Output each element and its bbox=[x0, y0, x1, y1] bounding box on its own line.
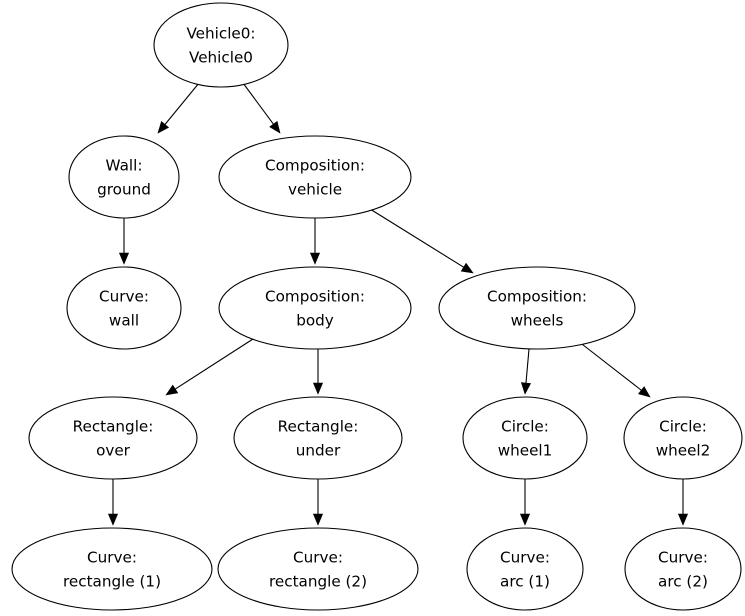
graph-node-composition_body[interactable]: Composition: body bbox=[218, 266, 412, 350]
node-ellipse bbox=[68, 135, 180, 219]
graph-edge bbox=[242, 82, 281, 134]
node-ellipse bbox=[233, 396, 403, 480]
node-ellipse bbox=[218, 266, 412, 350]
edge-arrowhead bbox=[118, 252, 130, 265]
node-label-type: Curve: bbox=[658, 549, 708, 567]
graph-node-curve_arc_2[interactable]: Curve: arc (2) bbox=[624, 527, 742, 611]
node-label-name: wheel2 bbox=[656, 442, 711, 460]
node-label-type: Vehicle0: bbox=[186, 25, 255, 43]
graph-node-wall_ground[interactable]: Wall: ground bbox=[68, 135, 180, 219]
node-label-name: vehicle bbox=[288, 181, 342, 199]
node-label-type: Rectangle: bbox=[73, 418, 154, 436]
node-label-name: Vehicle0 bbox=[189, 49, 253, 67]
node-label-type: Curve: bbox=[293, 549, 343, 567]
graph-node-rectangle_under[interactable]: Rectangle: under bbox=[233, 396, 403, 480]
graph-node-composition_wheels[interactable]: Composition: wheels bbox=[438, 266, 636, 350]
edge-arrowhead bbox=[677, 513, 689, 526]
node-ellipse bbox=[462, 396, 588, 480]
node-ellipse bbox=[623, 396, 743, 480]
edge-arrowhead bbox=[520, 382, 532, 395]
node-label-name: wall bbox=[109, 312, 139, 330]
graph-edge bbox=[312, 349, 324, 395]
node-label-name: over bbox=[96, 442, 131, 460]
node-ellipse bbox=[438, 266, 636, 350]
node-label-name: ground bbox=[97, 181, 151, 199]
edge-arrowhead bbox=[165, 384, 179, 396]
node-label-name: wheels bbox=[511, 312, 564, 330]
edge-arrowhead bbox=[519, 513, 531, 526]
graph-node-circle_wheel2[interactable]: Circle: wheel2 bbox=[623, 396, 743, 480]
graph-edge bbox=[677, 479, 689, 526]
node-ellipse bbox=[466, 527, 584, 611]
edges-layer bbox=[107, 82, 689, 526]
edge-arrowhead bbox=[269, 120, 281, 134]
graph-node-rectangle_over[interactable]: Rectangle: over bbox=[28, 396, 198, 480]
edge-arrowhead bbox=[460, 262, 474, 274]
node-label-type: Wall: bbox=[106, 157, 143, 175]
graph-edge bbox=[165, 338, 254, 396]
node-label-name: wheel1 bbox=[498, 442, 553, 460]
graph-edge bbox=[369, 208, 474, 274]
node-label-type: Curve: bbox=[500, 549, 550, 567]
graph-edge bbox=[577, 340, 651, 398]
node-ellipse bbox=[624, 527, 742, 611]
node-label-name: arc (1) bbox=[500, 573, 550, 591]
graph-node-curve_wall[interactable]: Curve: wall bbox=[66, 266, 182, 350]
graph-node-circle_wheel1[interactable]: Circle: wheel1 bbox=[462, 396, 588, 480]
node-label-name: body bbox=[296, 312, 334, 330]
node-label-type: Circle: bbox=[501, 418, 549, 436]
edge-arrowhead bbox=[312, 513, 324, 526]
node-label-name: under bbox=[296, 442, 341, 460]
edge-arrowhead bbox=[157, 121, 170, 134]
node-label-type: Composition: bbox=[487, 288, 587, 306]
node-label-name: rectangle (2) bbox=[269, 573, 367, 591]
node-ellipse bbox=[28, 396, 198, 480]
graph-edge bbox=[118, 218, 130, 265]
node-ellipse bbox=[218, 135, 412, 219]
nodes-layer: Vehicle0:Vehicle0Wall:groundComposition:… bbox=[11, 2, 743, 611]
node-label-type: Composition: bbox=[265, 157, 365, 175]
graph-node-curve_rectangle_1[interactable]: Curve: rectangle (1) bbox=[11, 527, 213, 611]
edge-arrowhead bbox=[637, 386, 651, 398]
graph-edge bbox=[519, 479, 531, 526]
edge-arrowhead bbox=[309, 252, 321, 265]
node-label-type: Rectangle: bbox=[278, 418, 359, 436]
node-ellipse bbox=[11, 527, 213, 611]
graph-edge bbox=[312, 479, 324, 526]
graph-edge bbox=[309, 218, 321, 265]
graph-node-composition_vehicle[interactable]: Composition: vehicle bbox=[218, 135, 412, 219]
edge-arrowhead bbox=[107, 513, 119, 526]
node-label-type: Curve: bbox=[99, 288, 149, 306]
graph-node-vehicle0[interactable]: Vehicle0: Vehicle0 bbox=[153, 2, 289, 88]
node-label-name: rectangle (1) bbox=[63, 573, 161, 591]
node-label-name: arc (2) bbox=[658, 573, 708, 591]
graph-node-curve_arc_1[interactable]: Curve: arc (1) bbox=[466, 527, 584, 611]
graph-edge bbox=[107, 479, 119, 526]
node-label-type: Curve: bbox=[87, 549, 137, 567]
graph-edge bbox=[157, 82, 200, 134]
node-ellipse bbox=[66, 266, 182, 350]
edge-arrowhead bbox=[312, 382, 324, 395]
node-label-type: Composition: bbox=[265, 288, 365, 306]
node-ellipse bbox=[153, 2, 289, 88]
node-ellipse bbox=[217, 527, 419, 611]
graph-edge bbox=[520, 348, 532, 395]
graph-node-curve_rectangle_2[interactable]: Curve: rectangle (2) bbox=[217, 527, 419, 611]
node-label-type: Circle: bbox=[659, 418, 707, 436]
